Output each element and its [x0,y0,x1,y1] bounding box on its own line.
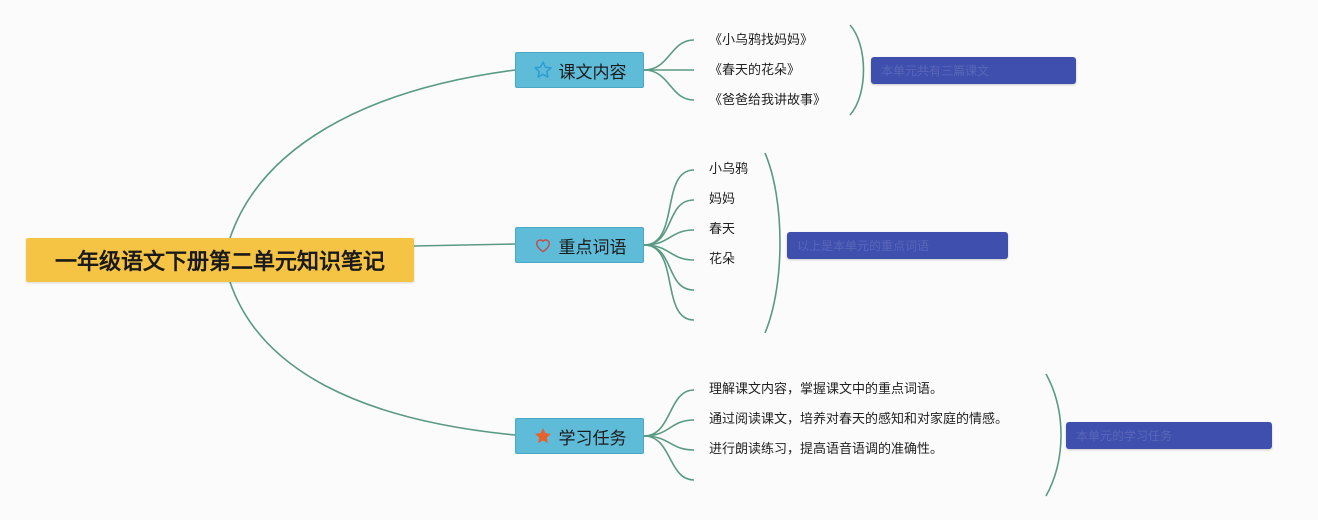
connector-root-to-branch-1 [229,69,516,239]
connector-b3-leaf-2 [643,419,695,437]
branch-label: 重点词语 [558,237,627,258]
leaf-course-2[interactable]: 《春天的花朵》 [709,63,801,78]
summary-learning-tasks[interactable]: 本单元的学习任务 [1066,422,1272,449]
branch-course-content[interactable]: 课文内容 [515,52,644,88]
leaf-task-3[interactable]: 进行朗读练习，提高语音语调的准确性。 [709,442,944,457]
root-topic[interactable]: 一年级语文下册第二单元知识笔记 [26,238,414,282]
star-filled-icon [533,426,553,446]
branch-label: 学习任务 [558,428,627,449]
summary-key-words[interactable]: 以上是本单元的重点词语 [787,232,1008,259]
summary-label: 以上是本单元的重点词语 [797,239,930,253]
summary-bracket-3 [1045,373,1062,497]
summary-label: 本单元的学习任务 [1076,429,1173,443]
leaf-word-4[interactable]: 花朵 [709,252,736,267]
connector-root-to-branch-3 [229,281,516,436]
branch-key-words[interactable]: 重点词语 [515,227,644,263]
connector-b2-leaf-4 [643,244,695,261]
branch-learning-tasks[interactable]: 学习任务 [515,418,644,454]
leaf-course-3[interactable]: 《爸爸给我讲故事》 [709,93,827,108]
leaf-task-2[interactable]: 通过阅读课文，培养对春天的感知和对家庭的情感。 [709,412,1009,427]
leaf-course-1[interactable]: 《小乌鸦找妈妈》 [709,33,814,48]
heart-outline-icon [533,235,553,255]
summary-bracket-2 [764,152,781,334]
connector-b3-leaf-4 [643,435,695,481]
star-outline-icon [533,60,553,80]
connector-b3-leaf-1 [643,389,695,437]
summary-bracket-1 [849,24,865,116]
summary-label: 本单元共有三篇课文 [881,64,990,78]
connector-root-to-branch-2 [413,243,516,247]
connector-b2-leaf-1 [643,169,695,246]
connector-b2-leaf-6 [643,244,695,321]
branch-label: 课文内容 [558,62,627,83]
connector-b2-leaf-2 [643,199,695,246]
leaf-word-1[interactable]: 小乌鸦 [709,162,749,177]
leaf-task-1[interactable]: 理解课文内容，掌握课文中的重点词语。 [709,382,944,397]
connector-b1-leaf-1 [643,39,695,71]
leaf-word-3[interactable]: 春天 [709,222,736,237]
summary-course-content[interactable]: 本单元共有三篇课文 [871,57,1076,84]
leaf-word-2[interactable]: 妈妈 [709,192,736,207]
connector-b2-leaf-3 [643,229,695,246]
connector-b1-leaf-3 [643,69,695,101]
